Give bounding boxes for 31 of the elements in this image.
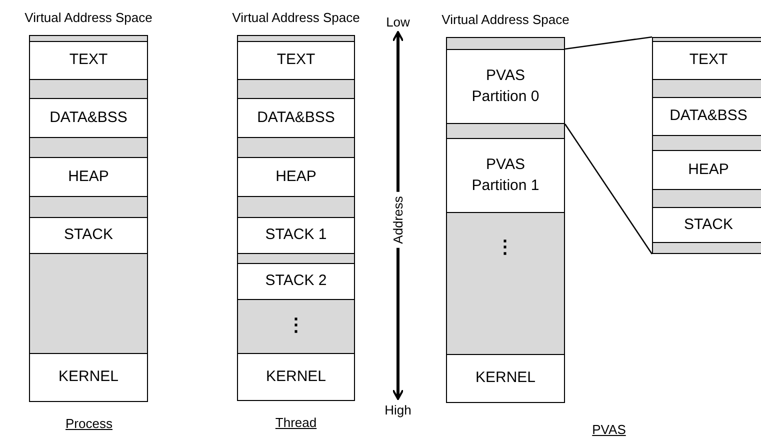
memory-segment: KERNEL [446,354,565,403]
ellipsis-mark: ⋮ [287,314,305,336]
memory-segment: DATA&BSS [237,98,355,138]
column-heading: Virtual Address Space [24,10,152,25]
memory-segment: STACK [29,217,148,254]
column-caption: PVAS [592,422,626,437]
memory-segment: STACK 2 [237,263,355,300]
memory-segment: HEAP [29,157,148,197]
memory-segment: TEXT [29,41,148,80]
memory-segment: STACK [652,207,761,243]
memory-segment: PVAS Partition 0 [446,49,565,124]
memory-segment: HEAP [237,157,355,197]
column-caption: Process [66,416,112,431]
axis-end-label: Low [386,14,410,30]
zoom-line [564,124,653,254]
memory-segment: PVAS Partition 1 [446,138,565,213]
memory-segment: STACK 1 [237,217,355,254]
column-heading: Virtual Address Space [442,12,570,27]
memory-segment: KERNEL [29,353,148,402]
memory-segment: KERNEL [237,353,355,401]
memory-segment: TEXT [237,41,355,80]
axis-end-label: High [384,402,412,418]
column-heading: Virtual Address Space [232,10,360,25]
zoom-line [564,36,652,50]
memory-segment: DATA&BSS [652,97,761,136]
memory-segment: HEAP [652,150,761,190]
column-caption: Thread [275,415,317,430]
memory-segment: DATA&BSS [29,98,148,138]
axis-title: Address [390,192,406,248]
ellipsis-mark: ⋮ [496,236,514,258]
memory-segment: TEXT [652,41,761,80]
